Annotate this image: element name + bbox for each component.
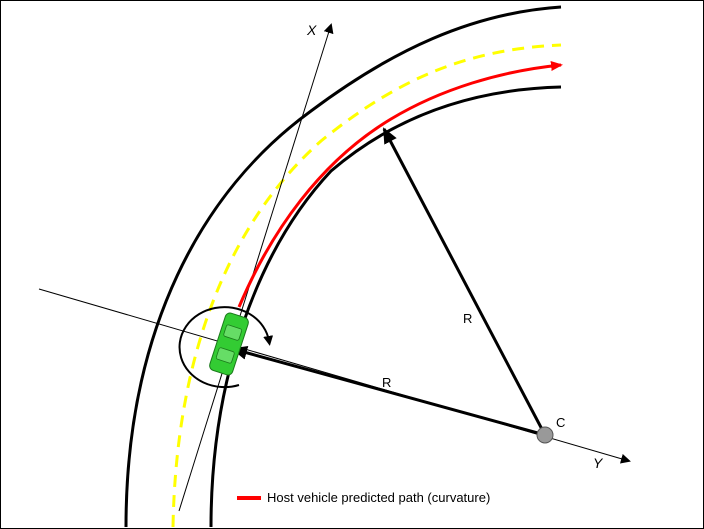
radius-label-vertical: R: [463, 311, 472, 326]
radius-line-to-vehicle: [231, 345, 546, 437]
host-vehicle: [209, 312, 249, 376]
y-axis-label: Y: [593, 455, 604, 471]
road-outer-edge: [124, 5, 562, 528]
radius-label-horizontal: R: [382, 375, 391, 390]
center-label: C: [556, 415, 565, 430]
yaw-rotation-indicator: [178, 306, 274, 389]
radius-line-to-path: [382, 127, 547, 436]
road-inner-edge: [209, 85, 562, 528]
x-axis-label: X: [306, 22, 317, 38]
legend-text: Host vehicle predicted path (curvature): [267, 490, 490, 505]
center-point: [536, 426, 554, 444]
predicted-path: [237, 61, 563, 308]
lane-marking: [171, 43, 562, 528]
legend: Host vehicle predicted path (curvature): [237, 490, 490, 505]
x-axis-line: [178, 23, 334, 512]
